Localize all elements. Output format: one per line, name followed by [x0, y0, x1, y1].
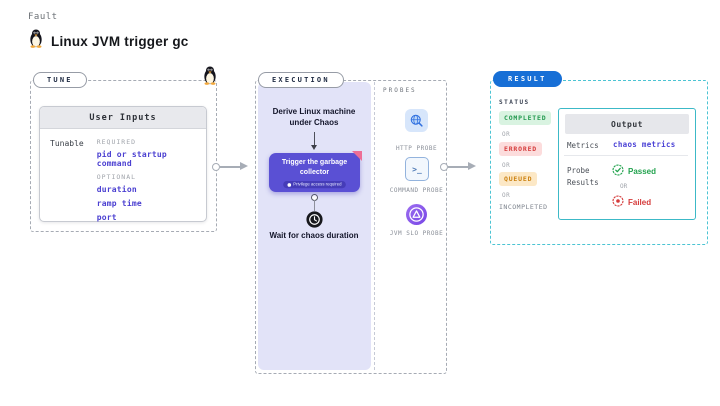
http-probe-icon [405, 109, 428, 132]
tune-section [30, 80, 217, 232]
command-probe-icon: >_ [405, 157, 429, 181]
failed-label: Failed [628, 197, 652, 207]
http-probe-label: HTTP PROBE [395, 145, 438, 152]
execution-section-label: EXECUTION [258, 72, 344, 88]
or-separator: OR [502, 192, 511, 199]
status-badge-queued: QUEUED [499, 172, 538, 186]
flow-line [314, 200, 316, 211]
x-circle-icon [612, 195, 624, 209]
output-card: Output [558, 108, 696, 220]
arrow-down-icon [311, 145, 317, 150]
connector-line [220, 166, 240, 168]
tux-penguin-corner-icon [202, 66, 218, 90]
metrics-value-link: chaos metrics [613, 140, 676, 149]
user-inputs-header: User Inputs [40, 107, 206, 129]
arrow-right-icon [240, 162, 248, 170]
optional-param: duration [96, 185, 137, 194]
action-badge-label: Privilege access required [293, 182, 342, 187]
status-incompleted: INCOMPLETED [499, 203, 548, 211]
status-badge-completed: COMPLETED [499, 111, 552, 125]
connector-dot [440, 163, 448, 171]
probes-header: PROBES [383, 87, 417, 94]
result-section-label: RESULT [493, 71, 562, 87]
flow-line [314, 132, 316, 145]
tunable-row-label: Tunable [50, 139, 84, 148]
page-title: Linux JVM trigger gc [51, 33, 189, 49]
clock-icon [306, 211, 323, 228]
optional-label: OPTIONAL [96, 173, 137, 181]
connector-line [448, 166, 468, 168]
output-divider [564, 155, 688, 156]
probes-divider [374, 82, 375, 370]
fold-corner-icon [352, 151, 362, 161]
fault-kicker: Fault [28, 12, 58, 22]
check-circle-icon [612, 164, 624, 178]
or-separator: OR [502, 162, 511, 169]
probe-result-passed: Passed [612, 164, 656, 178]
user-inputs-table: User Inputs Tunable REQUIRED pid or star… [39, 106, 207, 222]
trigger-gc-action-card: Trigger the garbage collector Privilege … [269, 151, 362, 192]
arrow-right-icon [468, 162, 476, 170]
required-param: pid or startup command [96, 150, 167, 168]
probe-result-failed: Failed [612, 195, 651, 209]
or-separator: OR [620, 183, 628, 190]
optional-param: ramp time [96, 199, 142, 208]
status-badge-errored: ERRORED [499, 142, 542, 156]
probe-results-label: Probe Results [567, 166, 599, 187]
optional-param: port [96, 213, 117, 222]
wait-duration-step: Wait for chaos duration [269, 231, 359, 240]
tux-penguin-icon [28, 29, 44, 53]
jvm-slo-probe-icon [406, 204, 427, 225]
privilege-icon [287, 182, 292, 186]
jvm-slo-probe-label: JVM SLO PROBE [389, 230, 444, 237]
status-header: STATUS [499, 99, 530, 106]
or-separator: OR [502, 131, 511, 138]
metrics-label: Metrics [567, 141, 599, 150]
connector-dot [212, 163, 220, 171]
tune-section-label: TUNE [33, 72, 87, 88]
command-probe-label: COMMAND PROBE [389, 187, 444, 194]
page-title-row: Linux JVM trigger gc [28, 29, 189, 53]
action-title: Trigger the garbage collector [281, 159, 348, 176]
output-header: Output [565, 114, 689, 134]
derive-machine-step: Derive Linux machine under Chaos [272, 107, 356, 128]
action-badge: Privilege access required [283, 180, 346, 188]
passed-label: Passed [628, 166, 657, 176]
required-label: REQUIRED [96, 138, 137, 146]
